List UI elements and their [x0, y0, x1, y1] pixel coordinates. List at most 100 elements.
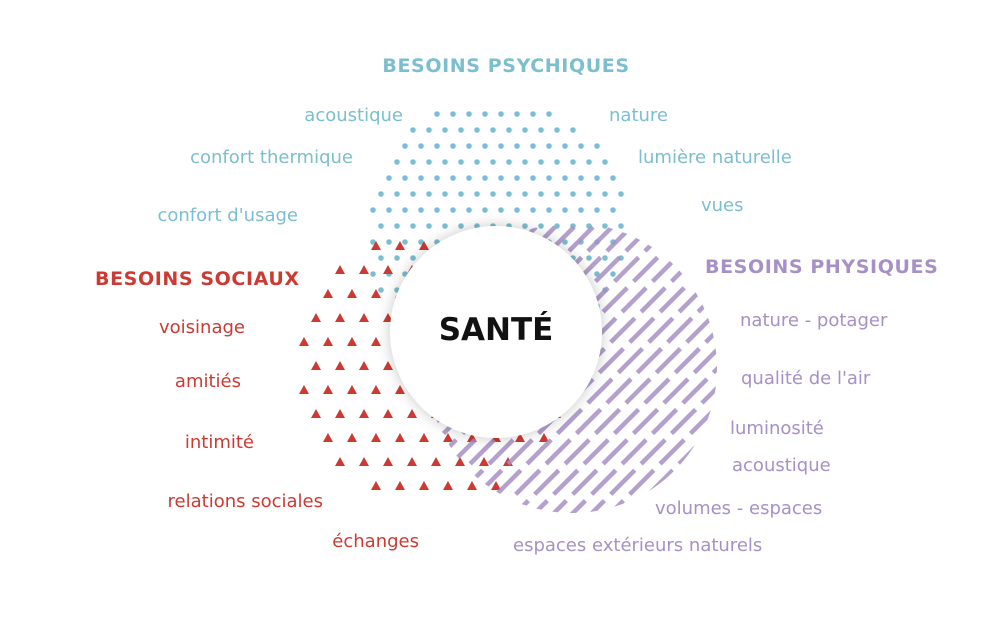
pattern-dot — [594, 143, 600, 149]
pattern-stripe — [460, 223, 717, 513]
pattern-triangle — [323, 289, 333, 298]
pattern-dot — [466, 207, 472, 213]
pattern-dot — [522, 191, 528, 197]
pattern-dot — [418, 207, 424, 213]
pattern-triangle — [479, 457, 489, 466]
pattern-dot — [602, 159, 608, 165]
pattern-dot — [402, 239, 408, 245]
pattern-dot — [442, 127, 448, 133]
psychiques-item-acoustique: acoustique — [304, 105, 403, 126]
pattern-dot — [386, 175, 392, 181]
pattern-dot — [378, 255, 384, 261]
pattern-triangle — [323, 337, 333, 346]
pattern-dot — [530, 111, 536, 117]
pattern-dot — [458, 191, 464, 197]
pattern-triangle — [371, 241, 381, 250]
pattern-triangle — [359, 265, 369, 274]
physiques-item-volumes-espaces: volumes - espaces — [655, 498, 823, 519]
pattern-dot — [506, 159, 512, 165]
psychiques-item-confort-usage: confort d'usage — [157, 205, 298, 226]
pattern-dot — [554, 191, 560, 197]
pattern-triangle — [395, 241, 405, 250]
pattern-dot — [474, 191, 480, 197]
pattern-triangle — [311, 409, 321, 418]
pattern-dot — [530, 207, 536, 213]
pattern-triangle — [323, 385, 333, 394]
pattern-dot — [426, 127, 432, 133]
pattern-dot — [562, 239, 568, 245]
pattern-dot — [450, 175, 456, 181]
pattern-dot — [530, 175, 536, 181]
pattern-dot — [434, 143, 440, 149]
pattern-dot — [490, 127, 496, 133]
besoins-physiques-title: BESOINS PHYSIQUES — [705, 256, 939, 278]
pattern-dot — [578, 143, 584, 149]
pattern-triangle — [383, 265, 393, 274]
pattern-dot — [394, 159, 400, 165]
pattern-dot — [378, 191, 384, 197]
pattern-triangle — [335, 265, 345, 274]
pattern-triangle — [347, 337, 357, 346]
pattern-triangle — [395, 385, 405, 394]
sociaux-item-voisinage: voisinage — [159, 317, 245, 338]
pattern-dot — [394, 255, 400, 261]
pattern-dot — [474, 223, 480, 229]
pattern-dot — [514, 111, 520, 117]
psychiques-item-confort-thermique: confort thermique — [190, 147, 353, 168]
pattern-triangle — [491, 481, 501, 490]
pattern-dot — [410, 223, 416, 229]
pattern-triangle — [299, 337, 309, 346]
pattern-dot — [586, 159, 592, 165]
pattern-dot — [410, 159, 416, 165]
pattern-dot — [394, 223, 400, 229]
pattern-dot — [490, 159, 496, 165]
pattern-triangle — [335, 457, 345, 466]
pattern-dot — [370, 207, 376, 213]
sociaux-item-intimite: intimité — [184, 432, 254, 453]
sociaux-item-echanges: échanges — [332, 531, 419, 552]
pattern-dot — [530, 143, 536, 149]
pattern-dot — [618, 223, 624, 229]
pattern-dot — [386, 239, 392, 245]
pattern-dot — [506, 127, 512, 133]
pattern-dot — [498, 207, 504, 213]
pattern-dot — [546, 207, 552, 213]
psychiques-item-vues: vues — [701, 195, 744, 216]
pattern-dot — [554, 127, 560, 133]
pattern-dot — [602, 223, 608, 229]
pattern-dot — [578, 175, 584, 181]
pattern-dot — [490, 191, 496, 197]
pattern-dot — [522, 127, 528, 133]
besoins-psychiques-title: BESOINS PSYCHIQUES — [382, 55, 630, 77]
pattern-dot — [586, 191, 592, 197]
pattern-triangle — [383, 313, 393, 322]
pattern-dot — [434, 175, 440, 181]
pattern-triangle — [347, 289, 357, 298]
pattern-dot — [546, 111, 552, 117]
sociaux-item-amities: amitiés — [174, 371, 241, 392]
pattern-dot — [426, 223, 432, 229]
pattern-dot — [570, 127, 576, 133]
pattern-dot — [402, 143, 408, 149]
pattern-triangle — [443, 481, 453, 490]
pattern-triangle — [359, 409, 369, 418]
physiques-item-qualite-air: qualité de l'air — [741, 368, 871, 389]
pattern-stripe — [427, 223, 717, 513]
pattern-dot — [594, 271, 600, 277]
psychiques-item-nature: nature — [609, 105, 668, 126]
pattern-dot — [474, 127, 480, 133]
pattern-dot — [546, 143, 552, 149]
physiques-item-acoustique: acoustique — [732, 455, 831, 476]
pattern-dot — [482, 111, 488, 117]
pattern-dot — [402, 175, 408, 181]
pattern-triangle — [371, 337, 381, 346]
pattern-dot — [538, 159, 544, 165]
pattern-dot — [466, 175, 472, 181]
pattern-dot — [418, 175, 424, 181]
pattern-triangle — [539, 433, 549, 442]
pattern-dot — [594, 207, 600, 213]
pattern-dot — [410, 127, 416, 133]
pattern-dot — [466, 143, 472, 149]
pattern-dot — [610, 207, 616, 213]
pattern-dot — [450, 207, 456, 213]
